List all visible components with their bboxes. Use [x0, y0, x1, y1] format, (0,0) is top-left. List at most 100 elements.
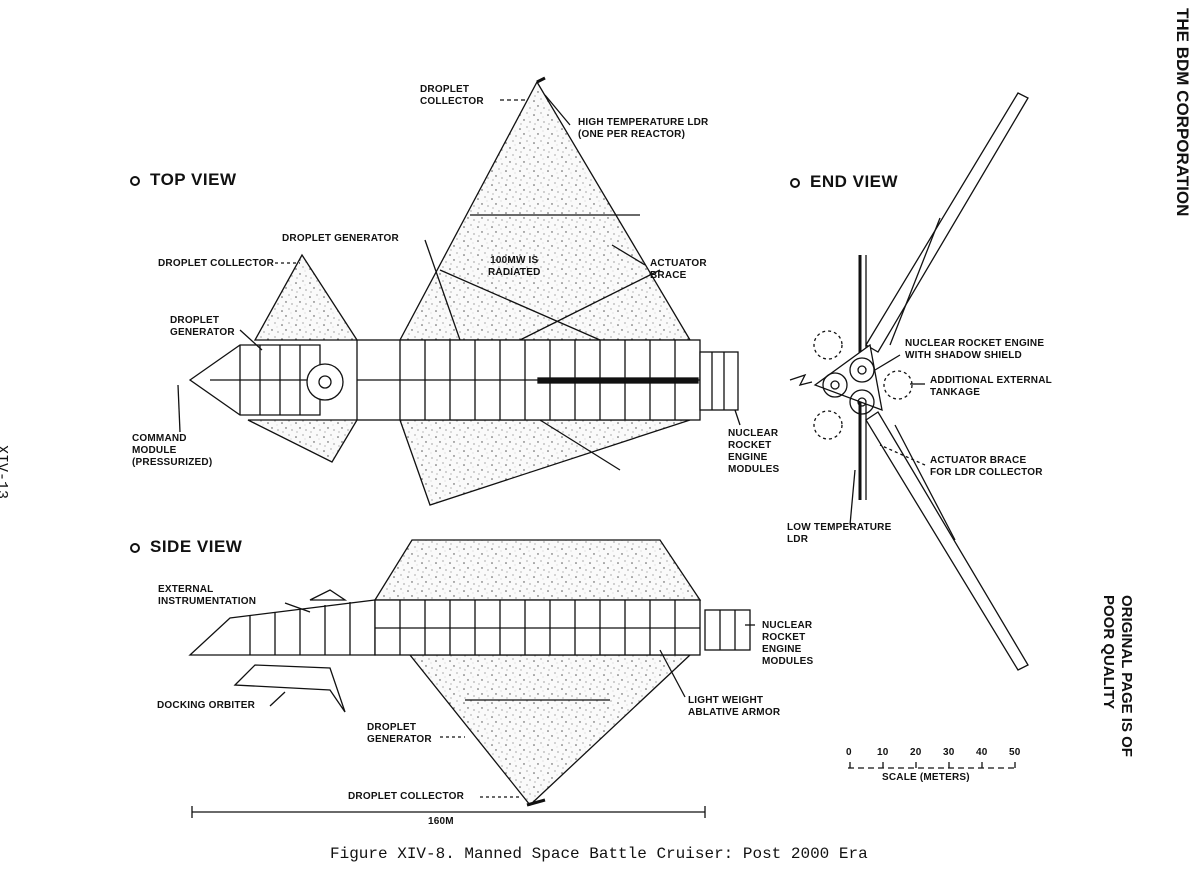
end-lower-boom: [865, 411, 1029, 671]
label-droplet-collector-left: DROPLET COLLECTOR: [158, 258, 274, 269]
scale-tick-10: 10: [877, 747, 889, 758]
label-text: ABLATIVE ARMOR: [688, 707, 781, 718]
scale-tick-0: 0: [846, 747, 852, 758]
label-text: MODULE: [132, 445, 177, 456]
label-text: EXTERNAL: [158, 584, 214, 595]
label-text: ADDITIONAL EXTERNAL: [930, 375, 1052, 386]
label-text: LOW TEMPERATURE: [787, 522, 892, 533]
label-droplet-generator-side: DROPLET GENERATOR: [367, 722, 432, 746]
label-text: DROPLET: [367, 722, 417, 733]
end-tank-right: [883, 370, 913, 400]
scale-tick-40: 40: [976, 747, 988, 758]
label-text: (ONE PER REACTOR): [578, 129, 686, 140]
label-text: ROCKET: [728, 440, 772, 451]
top-engine-modules: [699, 351, 739, 411]
side-view-label: SIDE VIEW: [150, 537, 243, 556]
label-text: WITH SHADOW SHIELD: [905, 350, 1022, 361]
end-upper-boom: [865, 92, 1029, 353]
label-radiated: 100MW IS RADIATED: [488, 255, 541, 279]
top-reactor-hub: [306, 363, 344, 401]
label-text: GENERATOR: [367, 734, 432, 745]
label-text: LIGHT WEIGHT: [688, 695, 764, 706]
end-engine-2: [849, 357, 875, 383]
label-actuator-brace: ACTUATOR BRACE: [650, 258, 707, 282]
company-header: THE BDM CORPORATION: [1173, 8, 1192, 217]
side-docking-orbiter: [233, 664, 346, 713]
label-text: GENERATOR: [170, 327, 235, 338]
scale-caption: SCALE (METERS): [882, 772, 970, 783]
side-ldr-lower: [408, 654, 692, 806]
label-text: ENGINE: [762, 644, 802, 655]
side-forward-hull: [188, 599, 376, 656]
label-end-tankage: ADDITIONAL EXTERNAL TANKAGE: [930, 375, 1052, 399]
figure-caption: Figure XIV-8. Manned Space Battle Cruise…: [330, 845, 868, 863]
top-front-wing-upper: [253, 253, 359, 341]
side-view-drawing: [188, 539, 755, 807]
label-text: LDR: [787, 534, 809, 545]
label-text: NUCLEAR: [728, 428, 779, 439]
bullet-icon: [790, 177, 800, 188]
label-text: RADIATED: [488, 267, 541, 278]
label-text: NUCLEAR: [762, 620, 813, 631]
label-text: TANKAGE: [930, 387, 981, 398]
label-text: ACTUATOR: [650, 258, 707, 269]
label-command-module: COMMAND MODULE (PRESSURIZED): [132, 433, 212, 469]
end-engine-cluster: [813, 343, 883, 412]
label-external-instrumentation: EXTERNAL INSTRUMENTATION: [158, 584, 256, 608]
label-text: ACTUATOR BRACE: [930, 455, 1027, 466]
page-number: XIV-13: [0, 445, 10, 500]
label-low-temp-ldr: LOW TEMPERATURE LDR: [787, 522, 891, 546]
label-text: DROPLET: [170, 315, 220, 326]
length-dimension: [191, 806, 706, 818]
label-text: FOR LDR COLLECTOR: [930, 467, 1043, 478]
label-length: 160M: [428, 816, 454, 827]
label-end-engine: NUCLEAR ROCKET ENGINE WITH SHADOW SHIELD: [905, 338, 1044, 362]
end-view-drawing: [789, 92, 1029, 671]
label-end-actuator-brace: ACTUATOR BRACE FOR LDR COLLECTOR: [930, 455, 1043, 479]
scale-tick-20: 20: [910, 747, 922, 758]
label-text: DROPLET COLLECTOR: [420, 84, 484, 107]
top-view-title: TOP VIEW: [130, 170, 237, 190]
label-droplet-generator-top: DROPLET GENERATOR: [282, 233, 399, 244]
side-instrument-dome: [309, 589, 348, 601]
label-high-temp-ldr: HIGH TEMPERATURE LDR (ONE PER REACTOR): [578, 117, 708, 141]
side-view-title: SIDE VIEW: [130, 537, 242, 557]
end-engine-3: [849, 389, 875, 415]
top-view-label: TOP VIEW: [150, 170, 237, 189]
label-text: (PRESSURIZED): [132, 457, 213, 468]
scale-bar: [848, 762, 1016, 769]
label-text: COMMAND: [132, 433, 187, 444]
label-text: MODULES: [762, 656, 814, 667]
end-view-title: END VIEW: [790, 172, 898, 192]
end-tank-lower: [813, 410, 843, 440]
label-text: ENGINE: [728, 452, 768, 463]
top-ldr-lower: [399, 419, 691, 506]
end-engine-1: [822, 372, 848, 398]
bullet-icon: [130, 175, 140, 186]
label-droplet-generator-left: DROPLET GENERATOR: [170, 315, 235, 339]
top-view-drawing: [177, 76, 741, 506]
label-text: ROCKET: [762, 632, 806, 643]
end-tank-upper: [813, 330, 843, 360]
bullet-icon: [130, 542, 140, 553]
top-front-wing-lower: [247, 419, 359, 463]
label-nuclear-modules-top: NUCLEAR ROCKET ENGINE MODULES: [728, 428, 779, 476]
scale-tick-30: 30: [943, 747, 955, 758]
label-light-weight-armor: LIGHT WEIGHT ABLATIVE ARMOR: [688, 695, 780, 719]
label-nuclear-modules-side: NUCLEAR ROCKET ENGINE MODULES: [762, 620, 813, 668]
side-ldr-upper: [373, 539, 702, 601]
label-docking-orbiter: DOCKING ORBITER: [157, 700, 255, 711]
side-engine-modules: [704, 609, 751, 651]
label-text: MODULES: [728, 464, 780, 475]
label-text: NUCLEAR ROCKET ENGINE: [905, 338, 1045, 349]
label-text: 100MW IS: [490, 255, 539, 266]
label-text: BRACE: [650, 270, 687, 281]
label-droplet-collector-top: DROPLET COLLECTOR: [420, 84, 490, 108]
label-droplet-collector-bottom: DROPLET COLLECTOR: [348, 791, 464, 802]
label-text: INSTRUMENTATION: [158, 596, 257, 607]
poor-quality-stamp: ORIGINAL PAGE IS OF POOR QUALITY: [1100, 595, 1135, 757]
label-text: HIGH TEMPERATURE LDR: [578, 117, 709, 128]
scale-tick-50: 50: [1009, 747, 1021, 758]
end-view-label: END VIEW: [810, 172, 899, 191]
